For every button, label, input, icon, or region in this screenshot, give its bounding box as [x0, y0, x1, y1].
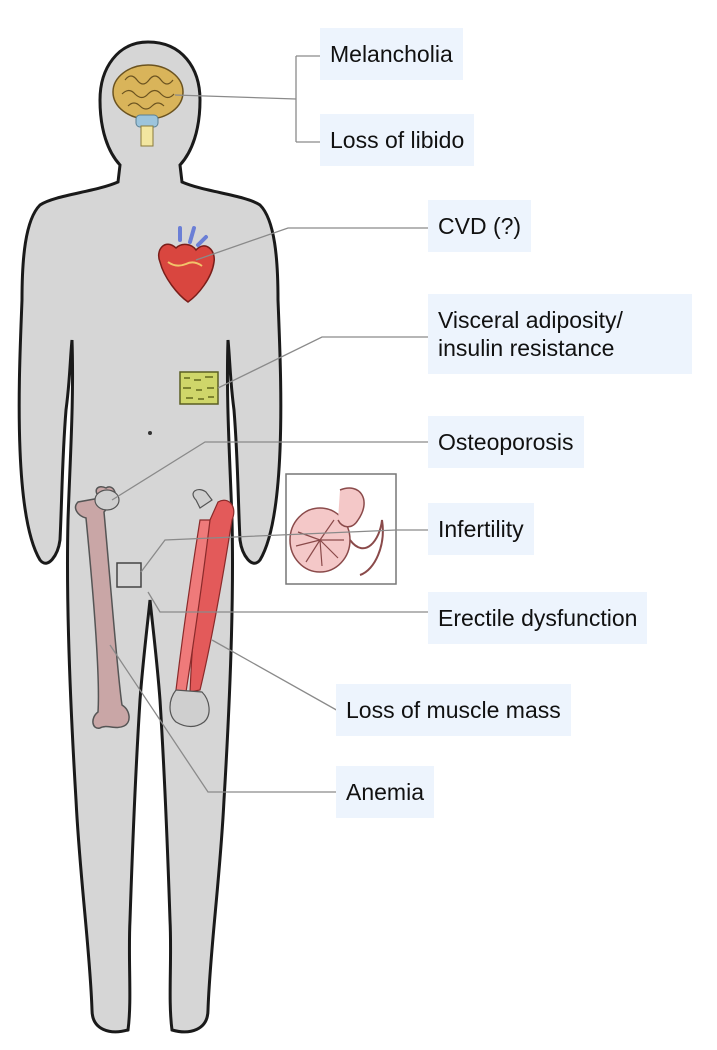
label-cvd: CVD (?) [428, 200, 532, 252]
leader-erectile [147, 591, 428, 613]
leader-melancholia [174, 55, 320, 143]
leader-osteoporosis [111, 441, 428, 501]
label-osteoporosis: Osteoporosis [428, 416, 584, 468]
adipose-tissue-icon [179, 371, 219, 405]
leader-muscle [211, 639, 341, 713]
brain-icon [112, 64, 184, 147]
label-visceral-line2: insulin resistance [438, 335, 615, 361]
body-silhouette [17, 40, 283, 1034]
label-visceral-line1: Visceral adiposity/ [438, 307, 623, 333]
label-melancholia: Melancholia [320, 28, 463, 80]
label-anemia: Anemia [336, 766, 434, 818]
leader-visceral [217, 336, 430, 389]
femur-bone-icon [74, 486, 130, 729]
leader-lines [109, 55, 430, 793]
label-loss-of-libido: Loss of libido [320, 114, 475, 166]
groin-marker [116, 562, 142, 588]
label-erectile-dysfunction: Erectile dysfunction [428, 592, 648, 644]
thigh-muscle-icon [169, 488, 235, 728]
leader-anemia [109, 644, 338, 793]
label-loss-of-muscle-mass: Loss of muscle mass [336, 684, 571, 736]
testis-icon [285, 473, 397, 585]
navel [148, 431, 152, 435]
leader-cvd [195, 227, 428, 261]
label-visceral-adiposity: Visceral adiposity/ insulin resistance [428, 294, 692, 374]
label-infertility: Infertility [428, 503, 534, 555]
leader-infertility [140, 529, 428, 573]
